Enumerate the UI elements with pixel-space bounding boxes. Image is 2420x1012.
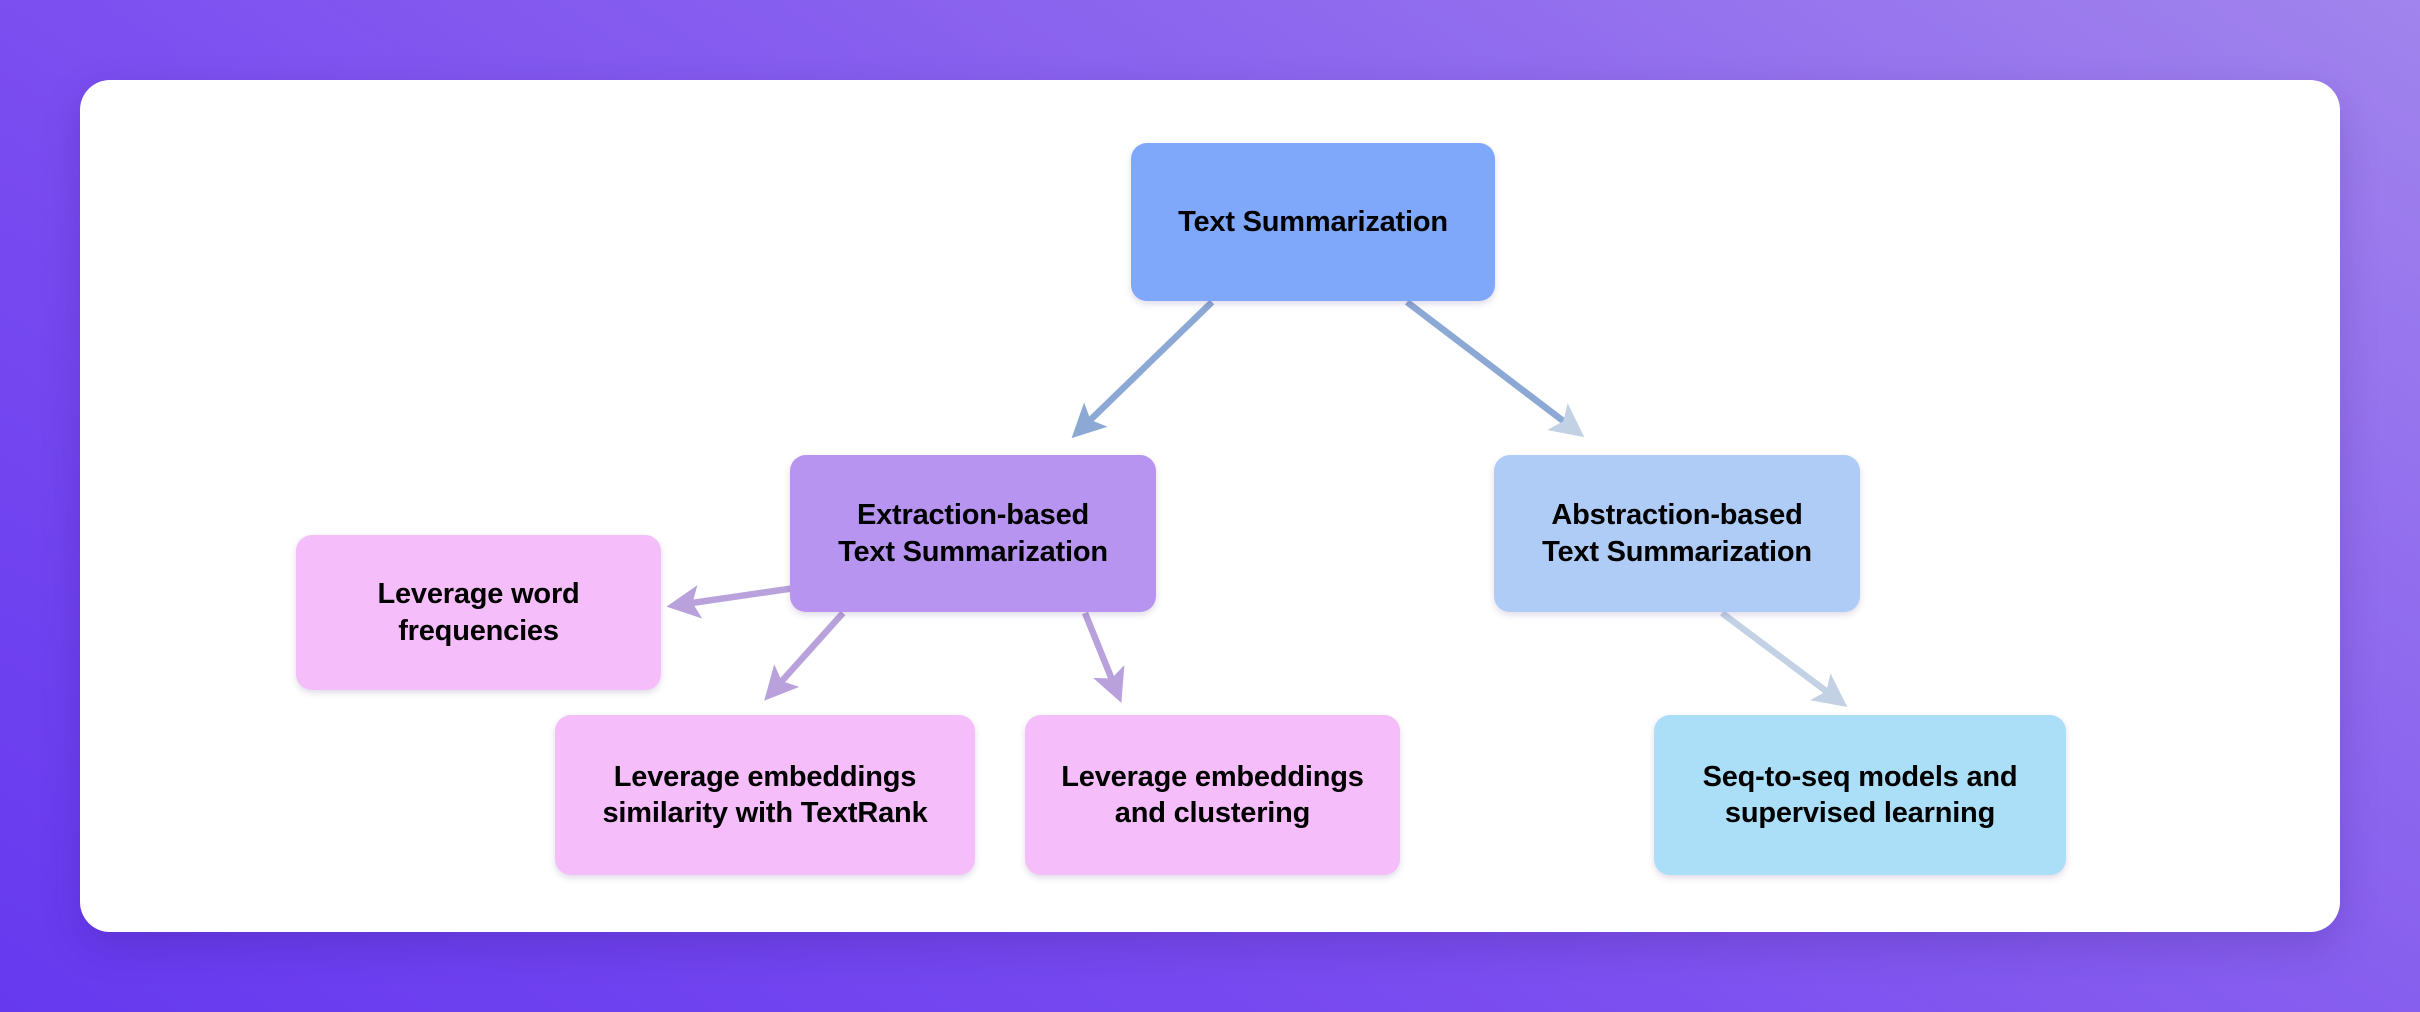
node-leverage-embeddings-clustering[interactable]: Leverage embeddings and clustering — [1025, 715, 1400, 875]
node-abstraction-based[interactable]: Abstraction-based Text Summarization — [1494, 455, 1860, 612]
node-label: Leverage embeddings and clustering — [1061, 760, 1364, 829]
node-label: Abstraction-based Text Summarization — [1542, 499, 1812, 568]
node-seq-to-seq-models[interactable]: Seq-to-seq models and supervised learnin… — [1654, 715, 2066, 875]
node-leverage-word-frequencies[interactable]: Leverage word frequencies — [296, 535, 661, 690]
node-label: Seq-to-seq models and supervised learnin… — [1702, 760, 2018, 829]
node-label: Text Summarization — [1178, 205, 1448, 238]
node-label: Leverage embeddings similarity with Text… — [602, 760, 928, 829]
node-extraction-based[interactable]: Extraction-based Text Summarization — [790, 455, 1156, 612]
node-text-summarization[interactable]: Text Summarization — [1131, 143, 1495, 301]
node-leverage-embeddings-textrank[interactable]: Leverage embeddings similarity with Text… — [555, 715, 975, 875]
node-label: Extraction-based Text Summarization — [838, 499, 1108, 568]
node-label: Leverage word frequencies — [377, 578, 580, 647]
